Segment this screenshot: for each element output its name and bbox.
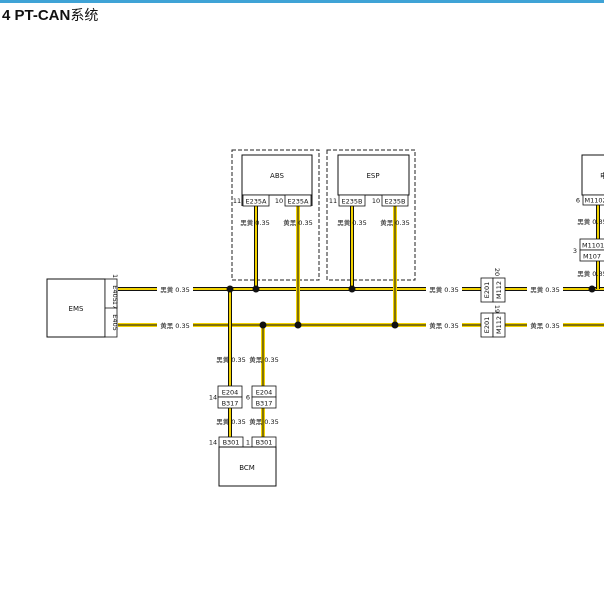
- esp-connector-right-label: E235B: [385, 198, 406, 206]
- e201-top-pin: 20: [493, 268, 501, 276]
- e204-pin-left: 14: [209, 394, 217, 402]
- abs-pin-right: 10: [275, 197, 283, 205]
- ems-box: [46, 278, 106, 338]
- splice-dot: [226, 285, 234, 293]
- esp-label: ESP: [366, 172, 379, 180]
- right-module: 电 M1102 6 黑黄 0.35 M1101 M107 3 黑黄 0.35: [573, 154, 604, 278]
- esp-pin-right: 10: [372, 197, 380, 205]
- title-number: 4: [2, 7, 11, 24]
- wire-label-right-top: 黑黄 0.35: [577, 217, 604, 226]
- top-accent-line: [0, 0, 604, 3]
- m1101-pin: 3: [573, 247, 577, 255]
- splice-dot: [294, 321, 302, 329]
- e204-right-label: E204: [256, 389, 273, 397]
- esp-connector-left-label: E235B: [342, 198, 363, 206]
- abs-connector-right: [284, 194, 312, 207]
- splice-dot: [391, 321, 399, 329]
- splice-dot: [252, 285, 260, 293]
- title-suffix: 系统: [70, 8, 99, 24]
- splice-dot: [588, 285, 596, 293]
- esp-connector-right: [381, 194, 409, 207]
- b317-right-bottom: [251, 396, 277, 409]
- abs-pin-left: 11: [233, 197, 241, 205]
- ems-pin-top: 1: [111, 274, 119, 278]
- ems-module: EMS E405 E405 1 17: [46, 274, 119, 338]
- e204-left-label: E204: [222, 389, 239, 397]
- m1101-label: M1101: [582, 242, 604, 250]
- wire-label-bus-bottom-3: 黄黑 0.35: [530, 321, 560, 330]
- b317-left-label: B317: [222, 400, 239, 408]
- wire-label-bcm-left-2: 黑黄 0.35: [216, 417, 246, 426]
- wire-label-bus-bottom-2: 黄黑 0.35: [429, 321, 459, 330]
- bus-labels: 黑黄 0.35 黄黑 0.35 黑黄 0.35 黄黑 0.35 黑黄 0.35 …: [157, 284, 563, 330]
- e201-top-label: E201: [483, 282, 491, 299]
- abs-label: ABS: [270, 172, 284, 180]
- wire-label-esp-left: 黑黄 0.35: [337, 218, 367, 227]
- abs-box: [241, 154, 313, 196]
- m112-bottom-label: M112: [495, 316, 503, 334]
- m112-top-label: M112: [495, 281, 503, 299]
- bcm-module: B301 B301 14 1 BCM: [209, 436, 277, 487]
- e201-bottom-pin: 19: [493, 305, 501, 313]
- b301-left-label: B301: [223, 439, 240, 447]
- wire-label-esp-right: 黄黑 0.35: [380, 218, 410, 227]
- m1102-pin: 6: [576, 197, 580, 205]
- bcm-box: [218, 446, 277, 487]
- b317-right-label: B317: [256, 400, 273, 408]
- ems-pin-bottom: 17: [111, 301, 119, 309]
- splice-dot: [348, 285, 356, 293]
- inline-connector-bottom: E201 M112 19: [480, 305, 506, 338]
- ems-connector-bottom-label: E405: [111, 314, 119, 331]
- esp-connector-left: [338, 194, 366, 207]
- abs-connector-left: [242, 194, 270, 207]
- right-module-label: 电: [600, 171, 604, 180]
- page-title: 4 PT-CAN系统: [2, 5, 98, 25]
- e201-bottom-label: E201: [483, 317, 491, 334]
- abs-connector-right-label: E235A: [288, 198, 310, 206]
- m1102-label: M1102: [585, 197, 604, 205]
- e204-pin-right: 6: [246, 394, 250, 402]
- b301-right-label: B301: [256, 439, 273, 447]
- m112-top-box: [492, 277, 506, 303]
- abs-module: ABS E235A E235A 11 10: [233, 154, 313, 207]
- wire-label-abs-left: 黑黄 0.35: [240, 218, 270, 227]
- m1102-connector: [582, 194, 604, 206]
- wire-label-bus-top-1: 黑黄 0.35: [160, 285, 190, 294]
- ems-connector-top-label: E405: [111, 285, 119, 302]
- b301-pin-left: 14: [209, 439, 217, 447]
- m107-connector: [579, 249, 604, 262]
- wire-label-bcm-right-1: 黄黑 0.35: [249, 355, 279, 364]
- esp-box: [337, 154, 410, 196]
- esp-enclosure: [326, 149, 416, 281]
- ems-label: EMS: [69, 305, 84, 313]
- e204-connector: E204 B317 E204 B317 14 6: [209, 385, 277, 409]
- splice-dot: [259, 321, 267, 329]
- wire-label-bus-top-2: 黑黄 0.35: [429, 285, 459, 294]
- wire-label-bcm-right-2: 黄黑 0.35: [249, 417, 279, 426]
- esp-pin-left: 11: [329, 197, 337, 205]
- title-main: PT-CAN: [14, 7, 71, 24]
- b317-left-bottom: [217, 396, 243, 409]
- wire-label-right-mid: 黑黄 0.35: [577, 269, 604, 278]
- wire-label-bus-bottom-1: 黄黑 0.35: [160, 321, 190, 330]
- wire-label-abs-right: 黄黑 0.35: [283, 218, 313, 227]
- m112-bottom-box: [492, 312, 506, 338]
- b301-pin-right: 1: [246, 439, 250, 447]
- wire-label-bus-top-3: 黑黄 0.35: [530, 285, 560, 294]
- inline-connector-top: E201 M112 20: [480, 268, 506, 303]
- abs-connector-left-label: E235A: [246, 198, 268, 206]
- wire-label-bcm-left-1: 黑黄 0.35: [216, 355, 246, 364]
- bcm-label: BCM: [239, 464, 255, 472]
- abs-enclosure: [231, 149, 320, 281]
- m107-label: M107: [583, 253, 601, 261]
- esp-module: ESP E235B E235B 11 10: [329, 154, 410, 207]
